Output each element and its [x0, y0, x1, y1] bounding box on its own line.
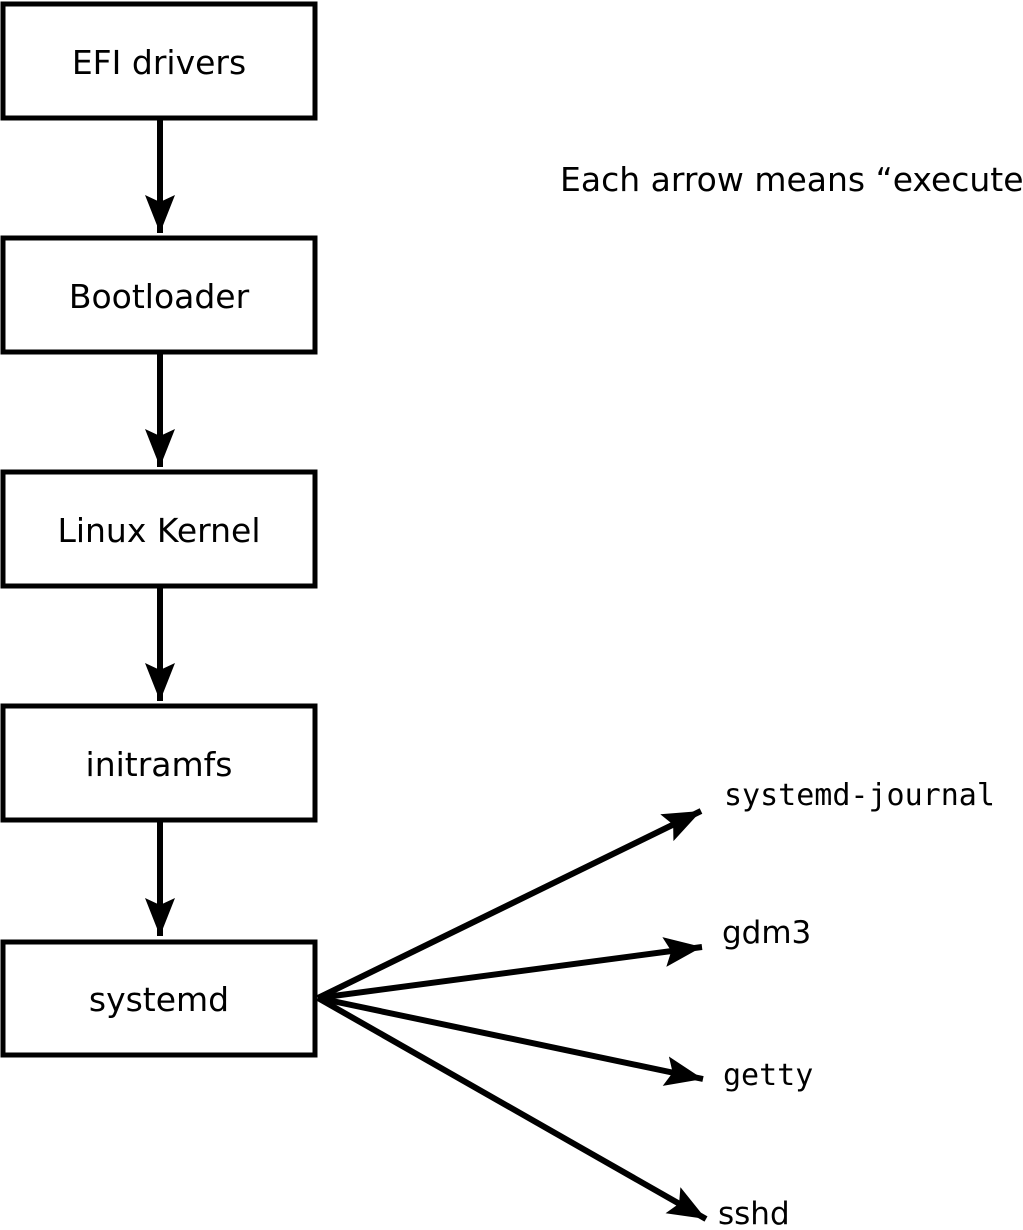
fanout-arrows	[316, 808, 708, 1222]
label-sshd: sshd	[718, 1196, 790, 1230]
arrow-systemd-to-sshd	[316, 995, 708, 1222]
node-initramfs: initramfs	[0, 703, 318, 823]
node-linux-kernel: Linux Kernel	[0, 469, 318, 589]
label-getty: getty	[723, 1058, 813, 1093]
node-systemd: systemd	[0, 939, 318, 1058]
node-box	[0, 235, 318, 355]
fanout-labels: systemd-journal gdm3 getty sshd	[718, 778, 995, 1230]
node-box	[0, 703, 318, 823]
caption-text: Each arrow means “executes”.	[560, 160, 1023, 199]
node-efi-drivers: EFI drivers	[0, 1, 318, 121]
node-label: EFI drivers	[72, 43, 246, 82]
arrow-systemd-to-systemd-journal	[316, 808, 703, 1001]
label-gdm3: gdm3	[722, 915, 811, 951]
node-label: Linux Kernel	[57, 511, 260, 550]
node-label: Bootloader	[69, 277, 250, 316]
node-label: initramfs	[86, 745, 233, 784]
node-bootloader: Bootloader	[0, 235, 318, 355]
node-box	[0, 469, 318, 589]
arrow-systemd-to-gdm3	[317, 937, 703, 1001]
label-systemd-journal: systemd-journal	[724, 778, 995, 813]
arrow-systemd-to-getty	[317, 995, 704, 1086]
node-box	[0, 939, 318, 1058]
node-label: systemd	[89, 980, 229, 1019]
node-box	[0, 1, 318, 121]
